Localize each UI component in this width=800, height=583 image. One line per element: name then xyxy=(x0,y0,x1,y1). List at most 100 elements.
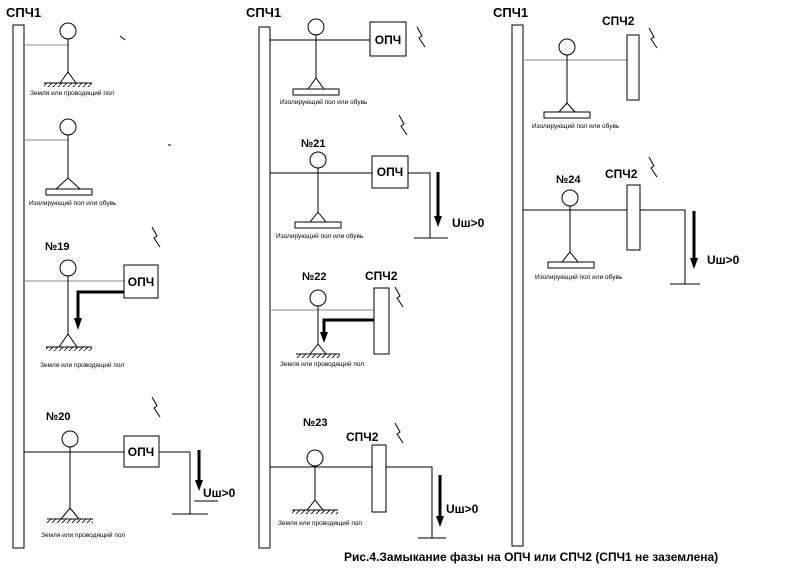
scenario-20: №20 ОПЧ Uш>0 Земля или проводящий пол xyxy=(24,396,236,539)
ground-hatch xyxy=(47,519,93,523)
floor-label: Изолирующий пол или обувь xyxy=(532,122,620,130)
arrow-head xyxy=(74,318,82,330)
floor-label: Изолирующий пол или обувь xyxy=(276,232,364,240)
ground-wire xyxy=(386,466,433,538)
lightning-icon xyxy=(416,26,426,48)
scenario-number: №20 xyxy=(46,411,71,423)
person-head-icon xyxy=(59,22,77,40)
bus-label: СПЧ1 xyxy=(493,5,528,20)
person-legs xyxy=(59,71,77,84)
scenario-22: №22 СПЧ2 Земля или проводящий пол xyxy=(270,269,404,368)
opch-box xyxy=(369,21,407,57)
insulating-pad xyxy=(45,188,93,196)
person-head-icon xyxy=(309,289,327,307)
spch2-panel xyxy=(373,287,390,355)
column-2: СПЧ1 ОПЧ Изолирующий пол или обувь №21 О… xyxy=(246,5,485,549)
opch-box xyxy=(123,435,160,468)
ground-wire xyxy=(159,451,191,514)
floor-label: Земля или проводящий пол xyxy=(41,531,125,539)
lightning-icon xyxy=(398,114,408,136)
device-label: ОПЧ xyxy=(377,165,403,179)
spch2-panel xyxy=(371,444,387,513)
insulating-pad xyxy=(543,111,591,119)
scenario-number: №23 xyxy=(303,417,328,429)
spch1-bus xyxy=(12,24,25,549)
ground-wire xyxy=(408,172,431,238)
spch1-bus xyxy=(258,26,271,549)
scenario-number: №21 xyxy=(301,138,326,150)
person-legs xyxy=(309,211,327,223)
opch-box xyxy=(123,264,159,299)
ground-hatch xyxy=(292,510,338,514)
person-legs xyxy=(307,77,325,90)
person-legs xyxy=(309,343,327,355)
device-label: ОПЧ xyxy=(128,275,154,289)
person-legs xyxy=(55,177,81,190)
voltage-label: Uш>0 xyxy=(452,216,485,230)
device-label: СПЧ2 xyxy=(605,167,638,181)
voltage-label: Uш>0 xyxy=(446,502,479,516)
lightning-icon xyxy=(394,422,404,444)
floor-label: Земля или проводящий пол xyxy=(40,361,124,369)
lightning-icon xyxy=(394,286,404,308)
ground-hatch xyxy=(46,347,92,351)
scenario-3: ОПЧ Изолирующий пол или обувь xyxy=(270,18,426,106)
scenario-number: №24 xyxy=(556,174,581,186)
scenario-21: №21 ОПЧ Uш>0 Изолирующий пол или обувь xyxy=(270,114,485,240)
voltage-label: Uш>0 xyxy=(707,253,740,267)
scenario-number: №19 xyxy=(45,241,70,253)
floor-label: Изолирующий пол или обувь xyxy=(535,273,623,281)
current-path-arrow xyxy=(322,318,374,334)
arrow-head xyxy=(195,480,203,491)
device-label: СПЧ2 xyxy=(346,430,379,444)
floor-label: Земля или проводящий пол xyxy=(280,360,364,368)
insulating-pad xyxy=(294,221,342,229)
person-legs xyxy=(561,251,579,263)
device-label: ОПЧ xyxy=(128,445,154,459)
scenario-24: №24 СПЧ2 Uш>0 Изолирующий пол или обувь xyxy=(523,156,740,285)
person-head-icon xyxy=(561,189,579,207)
person-head-icon xyxy=(306,449,324,467)
device-label: СПЧ2 xyxy=(365,269,398,283)
device-label: ОПЧ xyxy=(375,33,401,47)
ground-hatch xyxy=(296,354,340,358)
arrow-head xyxy=(436,516,444,527)
bus-label: СПЧ1 xyxy=(6,5,41,20)
arrow-head xyxy=(690,258,698,269)
scenario-23: №23 СПЧ2 Uш>0 Земля или проводящий пол xyxy=(270,417,479,539)
floor-label: Изолирующий пол или обувь xyxy=(29,199,117,207)
bus-label: СПЧ1 xyxy=(246,5,281,20)
floor-label: Земля или проводящий пол xyxy=(278,519,362,527)
person-head-icon xyxy=(59,118,77,136)
opch-box xyxy=(371,155,409,189)
arrow-head xyxy=(320,332,328,343)
person-head-icon xyxy=(558,38,576,56)
spch2-panel xyxy=(626,34,640,101)
arrow-head xyxy=(434,216,442,227)
ground-wire xyxy=(640,209,686,284)
lightning-icon xyxy=(648,156,658,178)
person-head-icon xyxy=(307,18,325,36)
lightning-icon xyxy=(151,226,161,248)
insulating-pad xyxy=(292,88,340,96)
lightning-icon xyxy=(151,396,161,418)
spch2-panel xyxy=(626,184,641,251)
person-legs xyxy=(306,499,324,511)
insulating-pad xyxy=(547,261,595,269)
floor-label: Изолирующий пол или обувь xyxy=(280,98,368,106)
figure-caption: Рис.4.Замыкание фазы на ОПЧ или СПЧ2 (СП… xyxy=(344,550,718,564)
current-path-arrow xyxy=(76,290,124,320)
lightning-icon xyxy=(648,27,658,49)
person-head-icon xyxy=(59,259,77,277)
ground-hatch xyxy=(44,83,92,87)
person-legs xyxy=(60,507,80,520)
person-head-icon xyxy=(61,430,79,448)
person-legs xyxy=(558,102,576,113)
column-1: СПЧ1 Земля или проводящий пол Изолирующи… xyxy=(6,5,236,549)
scenario-2: Изолирующий пол или обувь xyxy=(24,118,171,207)
scenario-4: Изолирующий пол или обувь xyxy=(523,27,658,130)
floor-label: Земля или проводящий пол xyxy=(30,89,114,97)
person-legs xyxy=(58,333,78,348)
